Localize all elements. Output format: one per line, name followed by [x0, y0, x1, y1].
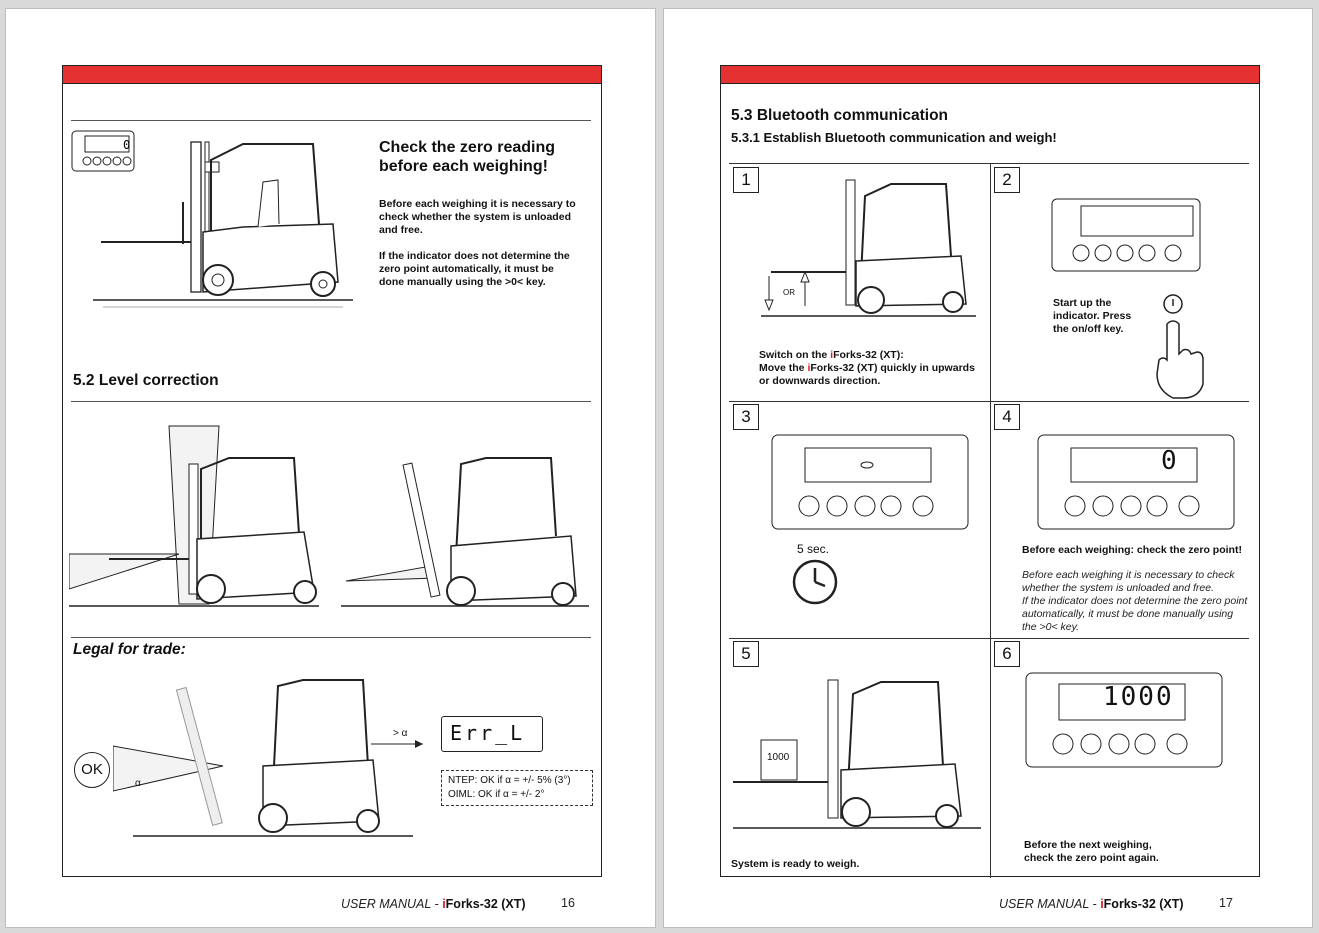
- step4-italic-3: If the indicator does not determine the …: [1022, 595, 1248, 607]
- zero-title-line1: Check the zero reading: [379, 139, 556, 156]
- forklift-level-upright: [69, 425, 319, 607]
- page-number: 17: [1219, 896, 1233, 910]
- step4-italic-2: whether the system is unloaded and free.: [1022, 582, 1215, 594]
- step4-display-zero: 0: [1161, 446, 1177, 476]
- forklift-level-tilted: [341, 457, 589, 607]
- zero-text-5: zero point automatically, it must be: [379, 263, 554, 275]
- five-seconds-label: 5 sec.: [797, 542, 830, 556]
- step2-text-3: the on/off key.: [1053, 323, 1124, 335]
- step4-italic-1: Before each weighing it is necessary to …: [1022, 569, 1235, 581]
- zero-text-4: If the indicator does not determine the: [379, 250, 570, 262]
- header-red-bar: [721, 66, 1259, 84]
- svg-text:0: 0: [123, 138, 130, 152]
- forklift-step1: [761, 179, 976, 317]
- bluetooth-heading: 5.3 Bluetooth communication: [731, 107, 949, 124]
- grid-line: [729, 638, 1249, 639]
- step6-display: 1000: [1103, 682, 1174, 712]
- step-number: 5: [733, 641, 759, 667]
- zero-text-1: Before each weighing it is necessary to: [379, 198, 576, 210]
- step-number: 3: [733, 404, 759, 430]
- zero-title-line2: before each weighing!: [379, 158, 548, 175]
- step4-bold-text: Before each weighing: check the zero poi…: [1022, 544, 1242, 556]
- or-label: OR: [783, 288, 795, 297]
- step1-text-line1: Switch on the iForks-32 (XT):: [759, 349, 904, 361]
- page-16-frame: 0 Check the zero reading before each wei…: [62, 65, 602, 877]
- step6-text-2: check the zero point again.: [1024, 852, 1159, 864]
- page-16: 0 Check the zero reading before each wei…: [5, 8, 656, 928]
- indicator-step2: [1051, 198, 1201, 272]
- indicator-step4: [1037, 434, 1235, 530]
- load-label: 1000: [767, 752, 790, 763]
- footer-title: USER MANUAL - iForks-32 (XT): [341, 897, 526, 911]
- forklift-step5: [733, 679, 981, 829]
- grid-line: [729, 401, 1249, 402]
- divider: [71, 637, 591, 638]
- divider: [71, 120, 591, 121]
- err-display: Err_L: [441, 716, 543, 752]
- step6-text-1: Before the next weighing,: [1024, 839, 1152, 851]
- step4-italic-4: automatically, it must be done manually …: [1022, 608, 1234, 620]
- step4-italic-5: the >0< key.: [1022, 621, 1080, 633]
- page-17-frame: 5.3 Bluetooth communication 5.3.1 Establ…: [720, 65, 1260, 878]
- page-number: 16: [561, 896, 575, 910]
- ntep-line: NTEP: OK if α = +/- 5% (3°): [448, 775, 571, 786]
- grid-line: [729, 163, 1249, 164]
- step-number: 6: [994, 641, 1020, 667]
- tolerance-box: NTEP: OK if α = +/- 5% (3°) OIML: OK if …: [441, 770, 593, 806]
- divider: [71, 401, 591, 402]
- legal-for-trade-heading: Legal for trade:: [73, 641, 186, 658]
- alpha-label: α: [135, 778, 141, 789]
- footer-title: USER MANUAL - iForks-32 (XT): [999, 897, 1184, 911]
- ok-badge: OK: [74, 752, 110, 788]
- zero-text-6: done manually using the >0< key.: [379, 276, 546, 288]
- page-17: 5.3 Bluetooth communication 5.3.1 Establ…: [663, 8, 1313, 928]
- forklift-zero-illustration: [93, 141, 353, 308]
- step1-text-line3: or downwards direction.: [759, 375, 881, 387]
- hand-press-icon: [1156, 294, 1204, 399]
- oiml-line: OIML: OK if α = +/- 2°: [448, 789, 545, 800]
- step-number: 4: [994, 404, 1020, 430]
- zero-text-3: and free.: [379, 224, 423, 236]
- bluetooth-subheading: 5.3.1 Establish Bluetooth communication …: [731, 130, 1057, 145]
- level-correction-heading: 5.2 Level correction: [73, 372, 219, 389]
- header-red-bar: [63, 66, 601, 84]
- step5-text: System is ready to weigh.: [731, 858, 860, 870]
- step-number: 2: [994, 167, 1020, 193]
- grid-line: [990, 163, 991, 878]
- step2-text-1: Start up the: [1053, 297, 1112, 309]
- forklift-legal-tilt: [113, 679, 423, 837]
- alpha-arrow-label: > α: [393, 728, 408, 739]
- indicator-step6: [1025, 672, 1223, 768]
- step1-text-line2: Move the iForks-32 (XT) quickly in upwar…: [759, 362, 975, 374]
- step-number: 1: [733, 167, 759, 193]
- step2-text-2: indicator. Press: [1053, 310, 1132, 322]
- indicator-thumbnail: 0: [71, 130, 135, 172]
- clock-icon: [792, 559, 838, 605]
- zero-text-2: check whether the system is unloaded: [379, 211, 571, 223]
- indicator-step3: [771, 434, 969, 530]
